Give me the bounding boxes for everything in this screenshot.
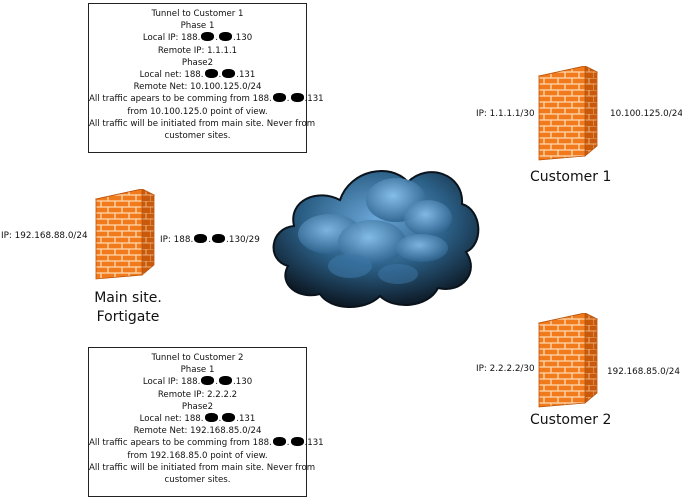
tunnel1-phase2: Phase2 bbox=[181, 57, 214, 68]
tunnel2-info-box: Tunnel to Customer 2 Phase 1 Local IP: 1… bbox=[88, 347, 324, 497]
redaction-mark bbox=[212, 234, 226, 243]
tunnel1-remote-ip: Remote IP: 1.1.1.1 bbox=[157, 45, 238, 56]
main-site-firewall-icon[interactable] bbox=[94, 189, 158, 281]
customer2-wan-label: IP: 2.2.2.2/30 bbox=[476, 364, 535, 374]
customer2-lan-label: 192.168.85.0/24 bbox=[607, 367, 680, 377]
redaction-mark bbox=[290, 437, 304, 447]
tunnel1-phase1: Phase 1 bbox=[180, 21, 215, 32]
customer2-name: Customer 2 bbox=[530, 412, 612, 428]
tunnel1-local-ip: Local IP: 188...130 bbox=[142, 32, 253, 44]
main-site-wan-label: IP: 188...130/29 bbox=[160, 234, 260, 245]
tunnel2-remote-net: Remote Net: 192.168.85.0/24 bbox=[133, 426, 262, 437]
redaction-mark bbox=[204, 413, 218, 423]
tunnel2-traffic-line1: All traffic apears to be comming from 18… bbox=[89, 437, 324, 449]
customer1-lan-label: 10.100.125.0/24 bbox=[610, 109, 682, 119]
tunnel1-traffic-line2: from 10.100.125.0 point of view. bbox=[127, 106, 268, 117]
tunnel1-initiated-line1: All traffic will be initiated from main … bbox=[89, 118, 316, 129]
tunnel1-title: Tunnel to Customer 1 bbox=[151, 9, 244, 19]
redaction-mark bbox=[222, 413, 236, 423]
redaction-mark bbox=[201, 32, 215, 42]
tunnel2-initiated-line2: customer sites. bbox=[164, 475, 231, 486]
tunnel2-traffic-line2: from 192.168.85.0 point of view. bbox=[127, 450, 268, 461]
tunnel1-info-box: Tunnel to Customer 1 Phase 1 Local IP: 1… bbox=[88, 3, 324, 153]
internet-cloud-icon bbox=[268, 148, 484, 314]
tunnel2-local-ip: Local IP: 188...130 bbox=[142, 376, 253, 388]
tunnel2-phase2: Phase2 bbox=[181, 401, 214, 412]
main-site-lan-label: IP: 192.168.88.0/24 bbox=[1, 231, 88, 241]
redaction-mark bbox=[194, 234, 208, 243]
tunnel1-initiated-line2: customer sites. bbox=[164, 131, 231, 142]
tunnel2-title: Tunnel to Customer 2 bbox=[151, 353, 244, 363]
tunnel2-initiated-line1: All traffic will be initiated from main … bbox=[89, 462, 316, 473]
redaction-mark bbox=[219, 376, 233, 386]
tunnel1-traffic-line1: All traffic apears to be comming from 18… bbox=[89, 93, 324, 105]
tunnel1-local-net: Local net: 188...131 bbox=[139, 69, 256, 81]
tunnel1-remote-net: Remote Net: 10.100.125.0/24 bbox=[133, 82, 262, 93]
customer2-firewall-icon[interactable] bbox=[537, 313, 601, 409]
redaction-mark bbox=[204, 69, 218, 79]
redaction-mark bbox=[272, 93, 286, 103]
customer1-name: Customer 1 bbox=[530, 169, 612, 185]
main-site-name: Main site. Fortigate bbox=[94, 290, 162, 325]
customer1-wan-label: IP: 1.1.1.1/30 bbox=[476, 109, 535, 119]
tunnel2-remote-ip: Remote IP: 2.2.2.2 bbox=[157, 389, 238, 400]
redaction-mark bbox=[201, 376, 215, 386]
redaction-mark bbox=[219, 32, 233, 42]
customer1-firewall-icon[interactable] bbox=[537, 66, 601, 162]
redaction-mark bbox=[222, 69, 236, 79]
redaction-mark bbox=[290, 93, 304, 103]
tunnel2-local-net: Local net: 188...131 bbox=[139, 413, 256, 425]
redaction-mark bbox=[272, 437, 286, 447]
tunnel2-phase1: Phase 1 bbox=[180, 365, 215, 376]
